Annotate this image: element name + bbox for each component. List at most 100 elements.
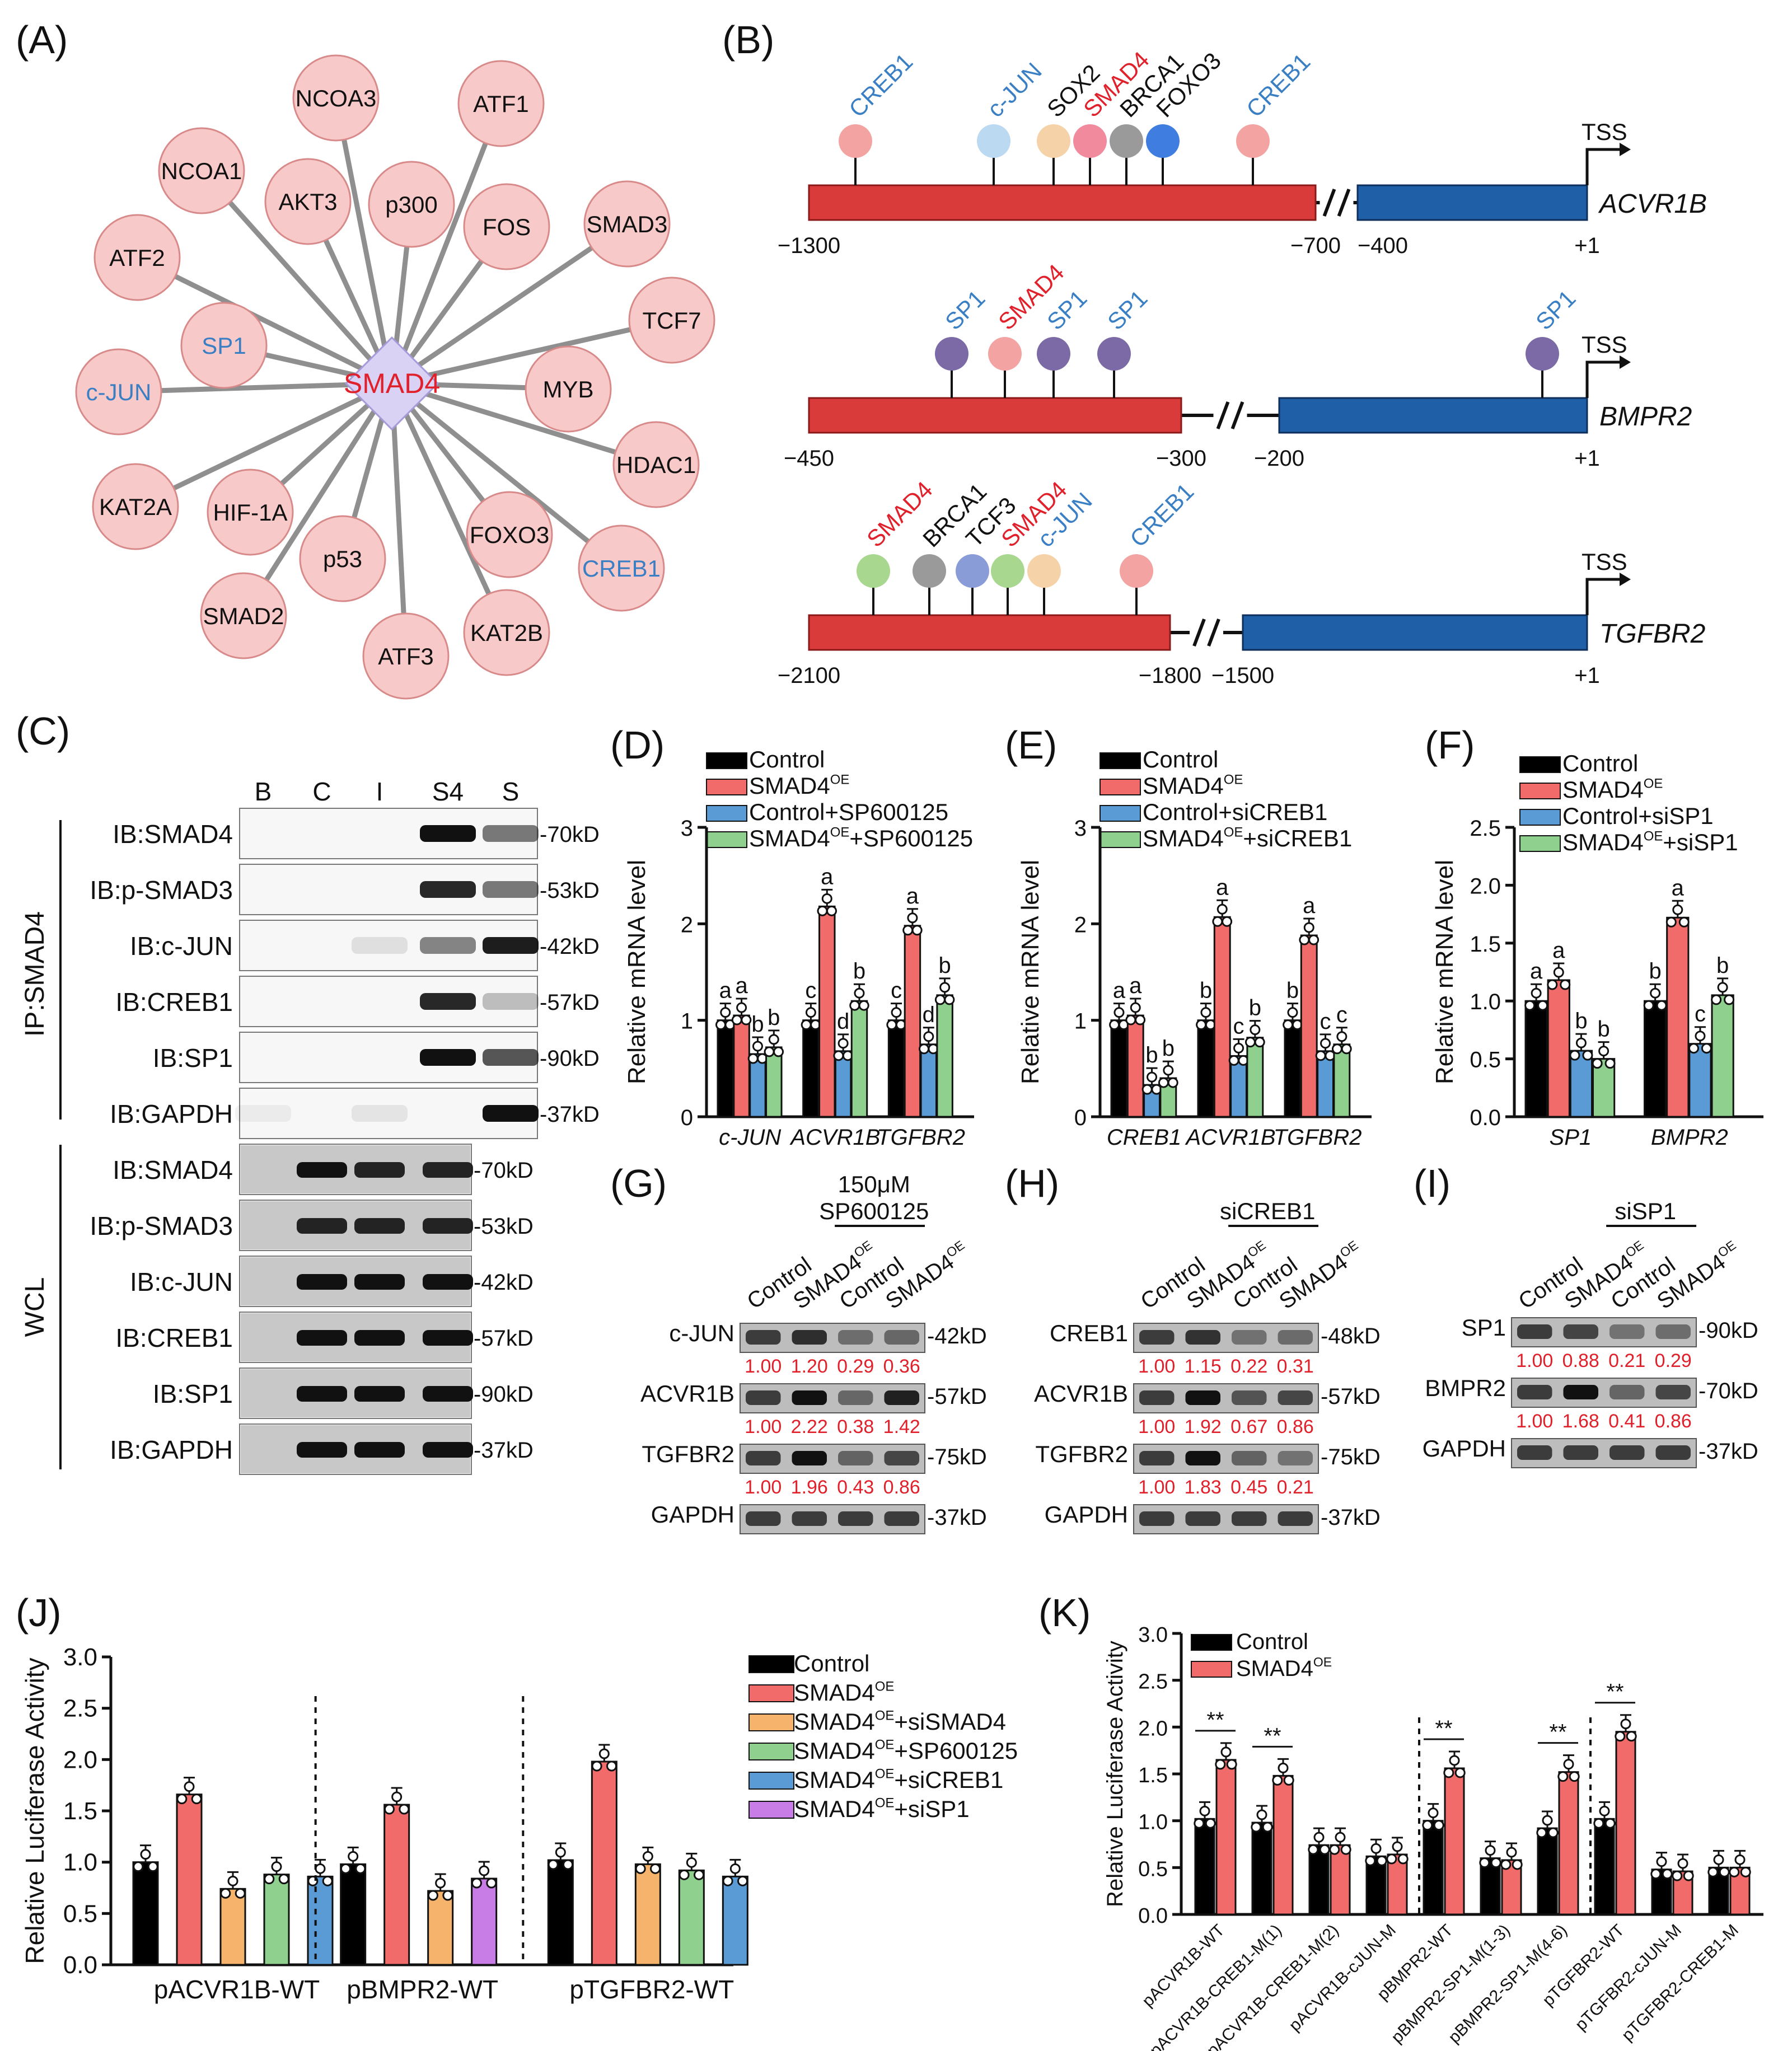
chart-bar (733, 1014, 750, 1118)
y-axis-title: Relative Luciferase Activity (20, 1657, 49, 1964)
data-point (563, 1859, 574, 1870)
y-tick-label: 1.0 (1138, 1811, 1168, 1834)
legend-swatch (1191, 1661, 1232, 1678)
blot-band (1609, 1385, 1645, 1399)
chart-bar (383, 1804, 410, 1966)
blot-band (354, 1330, 405, 1346)
binding-site-dot (1037, 124, 1070, 158)
data-point (1650, 987, 1661, 999)
data-point (736, 1002, 747, 1013)
network-hub-label: SMAD4 (344, 368, 440, 399)
data-point (1336, 1031, 1347, 1042)
significance-letter: a (735, 973, 748, 998)
promoter-tick-label: −450 (784, 446, 834, 471)
data-point (1315, 1050, 1326, 1061)
promoter-gene-label: TGFBR2 (1599, 619, 1705, 649)
promoter-gene-label: BMPR2 (1599, 402, 1692, 432)
promoter-distal-region (808, 397, 1182, 434)
blot-band (884, 1330, 919, 1345)
panel-label: (K) (1038, 1591, 1091, 1635)
axis-break-mark (1207, 618, 1220, 647)
band-quantification: 0.45 (1230, 1477, 1267, 1498)
band-quantification: 1.42 (883, 1416, 920, 1437)
data-point (1370, 1843, 1382, 1854)
binding-site-dot (935, 337, 968, 371)
data-point (1109, 1019, 1120, 1031)
blot-band (1609, 1324, 1645, 1339)
band-quantification: 0.22 (1230, 1356, 1267, 1377)
data-point (1500, 1859, 1512, 1870)
blot-row-label: IB:c-JUN (130, 1267, 233, 1296)
data-point (322, 1875, 333, 1886)
blot-band (746, 1511, 781, 1526)
panel-label: (E) (1005, 723, 1057, 767)
blot-kd-label: -90kD (540, 1046, 600, 1071)
chart-bar (1688, 1043, 1712, 1118)
significance-letter: a (821, 864, 834, 889)
network-edge (136, 255, 393, 386)
y-tick-label: 1.5 (1470, 932, 1501, 957)
band-quantification: 1.00 (745, 1416, 782, 1437)
data-point (891, 1007, 902, 1018)
data-point (1713, 1854, 1724, 1865)
blot-kd-label: -70kD (474, 1158, 534, 1183)
significance-marker: ** (1206, 1708, 1224, 1732)
qpcr-chart-f: ControlSMAD4OEControl+siSP1SMAD4OE+siSP1… (1431, 750, 1763, 1150)
blot-band (483, 937, 539, 954)
data-point (1531, 987, 1542, 999)
legend-swatch (706, 805, 747, 822)
blot-band (483, 1049, 539, 1066)
significance-letter: b (939, 953, 951, 978)
binding-site-dot (913, 554, 946, 588)
legend-label: SMAD4OE (1143, 772, 1243, 799)
data-point (1592, 1058, 1603, 1069)
chart-bar (1569, 1050, 1593, 1118)
y-tick-label: 3.0 (1138, 1623, 1168, 1647)
network-node-label: TCF7 (643, 307, 701, 334)
band-quantification: 0.41 (1608, 1411, 1645, 1432)
legend-label: SMAD4OE+siCREB1 (1143, 825, 1352, 851)
network-node-label: MYB (542, 376, 593, 402)
panel-label: (F) (1425, 723, 1475, 767)
data-point (741, 1014, 752, 1026)
tss-label: TSS (1582, 549, 1627, 575)
network-edge (241, 382, 394, 617)
data-point (1167, 1077, 1178, 1088)
blot-band (1185, 1330, 1220, 1345)
y-tick-label: 0.5 (1138, 1857, 1168, 1881)
legend-swatch (1519, 809, 1561, 826)
blot-band (1232, 1330, 1267, 1345)
blot-band (354, 1386, 405, 1402)
data-point (1717, 982, 1728, 993)
data-point (752, 1041, 763, 1052)
data-point (1485, 1845, 1496, 1856)
blot-band (1278, 1390, 1313, 1405)
blot-kd-label: -53kD (540, 878, 600, 903)
network-node (158, 127, 245, 214)
data-point (1341, 1043, 1352, 1055)
data-point (1433, 1820, 1444, 1831)
blot-band (1655, 1445, 1691, 1460)
data-point (1287, 1007, 1298, 1018)
x-category-label: pBMPR2-WT (347, 1975, 498, 2004)
western-blot-g: 150μMSP600125ControlSMAD4OEControlSMAD4O… (640, 1171, 987, 1534)
x-category-label: pTGFBR2-CREB1-M (1618, 1921, 1742, 2045)
chart-bar (1330, 1844, 1351, 1916)
data-point (1560, 979, 1571, 990)
significance-letter: d (923, 1003, 935, 1027)
blot-band (352, 937, 408, 954)
significance-letter: b (1286, 978, 1299, 1003)
x-category-label: SP1 (1550, 1125, 1592, 1150)
data-point (184, 1781, 195, 1792)
significance-letter: a (1303, 893, 1316, 918)
blot-band (423, 1442, 473, 1458)
data-point (591, 1760, 602, 1772)
blot-row-label: IB:SP1 (153, 1379, 233, 1408)
blot-row-label: GAPDH (1045, 1501, 1128, 1528)
blot-band (423, 1218, 473, 1234)
blot-row-label: IB:GAPDH (110, 1435, 233, 1464)
blot-kd-label: -57kD (1321, 1384, 1381, 1409)
data-point (1615, 1731, 1626, 1742)
